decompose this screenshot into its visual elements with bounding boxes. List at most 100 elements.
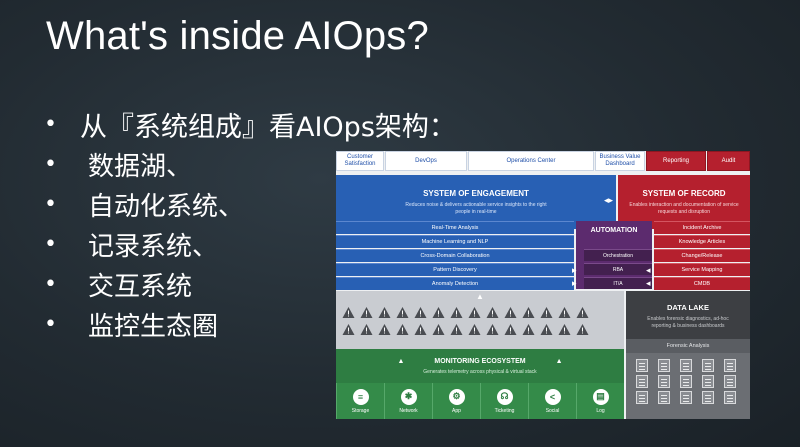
alert-row bbox=[342, 323, 589, 336]
bullet-text: 记录系统、 bbox=[88, 231, 219, 262]
warning-icon bbox=[468, 323, 481, 336]
record-row: Knowledge Articles bbox=[654, 235, 750, 248]
headset-icon: ☊ bbox=[496, 388, 513, 405]
arrow-left-icon: ◂ bbox=[646, 278, 651, 288]
warning-icon bbox=[450, 306, 463, 319]
warning-icon bbox=[414, 323, 427, 336]
bullet-list: • 从『系统组成』看AIOps架构： • 数据湖、 • 自动化系统、 • 记录系… bbox=[44, 104, 456, 344]
record-row: Incident Archive bbox=[654, 221, 750, 234]
document-icon bbox=[636, 375, 648, 388]
warning-icon bbox=[522, 323, 535, 336]
source-storage: ≡ Storage bbox=[336, 383, 384, 419]
tab-business-value-dashboard: Business Value Dashboard bbox=[595, 151, 645, 171]
document-icon bbox=[636, 359, 648, 372]
document-row bbox=[636, 391, 740, 404]
document-row bbox=[636, 375, 740, 388]
warning-icon bbox=[432, 323, 445, 336]
bullet-dot: • bbox=[44, 231, 57, 257]
document-icon bbox=[724, 359, 736, 372]
alert-grid bbox=[342, 306, 589, 340]
warning-icon bbox=[378, 323, 391, 336]
document-icon bbox=[680, 391, 692, 404]
engagement-row: Real-Time Analysis bbox=[336, 221, 574, 234]
database-icon: ≡ bbox=[352, 388, 369, 405]
log-icon: ▤ bbox=[592, 388, 609, 405]
arrow-right-icon: ▸ bbox=[572, 265, 577, 275]
automation-row: RBA bbox=[584, 263, 652, 275]
monitoring-title: ▲ MONITORING ECOSYSTEM ▲ bbox=[397, 358, 562, 365]
source-social: < Social bbox=[528, 383, 576, 419]
record-subtitle: Enables interaction and documentation of… bbox=[629, 202, 739, 215]
bullet-text: 数据湖、 bbox=[88, 151, 193, 182]
warning-icon bbox=[360, 306, 373, 319]
warning-icon bbox=[450, 323, 463, 336]
document-icon bbox=[724, 391, 736, 404]
warning-icon bbox=[432, 306, 445, 319]
source-label: App bbox=[452, 407, 461, 414]
source-label: Storage bbox=[351, 407, 370, 414]
source-label: Ticketing bbox=[494, 407, 515, 414]
warning-icon bbox=[486, 306, 499, 319]
automation-row: IT/A bbox=[584, 277, 652, 289]
double-arrow-icon: ◂▸ bbox=[604, 195, 614, 205]
engagement-row: Anomaly Detection bbox=[336, 277, 574, 290]
bullet-dot: • bbox=[44, 111, 57, 137]
warning-icon bbox=[504, 323, 517, 336]
warning-icon bbox=[522, 306, 535, 319]
warning-icon bbox=[414, 306, 427, 319]
forensic-analysis: Forensic Analysis bbox=[626, 339, 750, 353]
warning-icon bbox=[576, 323, 589, 336]
arrow-right-icon: ▸ bbox=[572, 278, 577, 288]
monitoring-subtitle: Generates telemetry across physical & vi… bbox=[423, 368, 537, 375]
alert-row bbox=[342, 306, 589, 319]
document-icon bbox=[658, 359, 670, 372]
up-arrow-icon: ▲ bbox=[397, 357, 405, 365]
engagement-row: Cross-Domain Collaboration bbox=[336, 249, 574, 262]
warning-icon bbox=[468, 306, 481, 319]
engagement-subtitle: Reduces noise & delivers actionable serv… bbox=[405, 202, 547, 215]
document-icon bbox=[702, 359, 714, 372]
data-lake-subtitle: Enables forensic diagnostics, ad-hoc rep… bbox=[647, 316, 729, 329]
warning-icon bbox=[342, 306, 355, 319]
engagement-row: Pattern Discovery bbox=[336, 263, 574, 276]
alerts-panel: ▲ bbox=[336, 291, 624, 349]
data-lake-title: DATA LAKE bbox=[667, 303, 709, 312]
source-label: Log bbox=[596, 407, 605, 414]
bullet-dot: • bbox=[44, 271, 57, 297]
warning-icon bbox=[540, 323, 553, 336]
document-row bbox=[636, 359, 740, 372]
bullet-item: • 从『系统组成』看AIOps架构： bbox=[44, 104, 456, 144]
system-of-record: SYSTEM OF RECORD Enables interaction and… bbox=[618, 175, 750, 229]
record-row: Service Mapping bbox=[654, 263, 750, 276]
bullet-text: 交互系统 bbox=[88, 271, 193, 302]
bullet-item: • 自动化系统、 bbox=[44, 184, 456, 224]
bullet-dot: • bbox=[44, 151, 57, 177]
document-grid bbox=[626, 353, 750, 419]
automation-row: Orchestration bbox=[584, 249, 652, 261]
document-icon bbox=[658, 375, 670, 388]
warning-icon bbox=[396, 323, 409, 336]
record-row: CMDB bbox=[654, 277, 750, 290]
warning-icon bbox=[342, 323, 355, 336]
tab-audit: Audit bbox=[707, 151, 750, 171]
bullet-dot: • bbox=[44, 311, 57, 337]
source-label: Social bbox=[545, 407, 560, 414]
automation-title: AUTOMATION bbox=[590, 227, 638, 234]
document-icon bbox=[680, 359, 692, 372]
warning-icon bbox=[396, 306, 409, 319]
monitoring-ecosystem: ▲ MONITORING ECOSYSTEM ▲ Generates telem… bbox=[336, 349, 624, 383]
system-of-engagement: SYSTEM OF ENGAGEMENT Reduces noise & del… bbox=[336, 175, 616, 229]
aiops-architecture-diagram: Customer Satisfaction DevOps Operations … bbox=[336, 151, 750, 419]
tab-reporting: Reporting bbox=[646, 151, 706, 171]
engagement-row: Machine Learning and NLP bbox=[336, 235, 574, 248]
up-arrow-icon: ▲ bbox=[476, 292, 484, 301]
warning-icon bbox=[558, 306, 571, 319]
document-icon bbox=[702, 391, 714, 404]
source-log: ▤ Log bbox=[576, 383, 624, 419]
share-icon: < bbox=[544, 388, 561, 405]
bullet-item: • 记录系统、 bbox=[44, 224, 456, 264]
bullet-text: 监控生态圈 bbox=[88, 311, 219, 342]
document-icon bbox=[636, 391, 648, 404]
document-icon bbox=[680, 375, 692, 388]
monitoring-title-text: MONITORING ECOSYSTEM bbox=[434, 357, 526, 365]
